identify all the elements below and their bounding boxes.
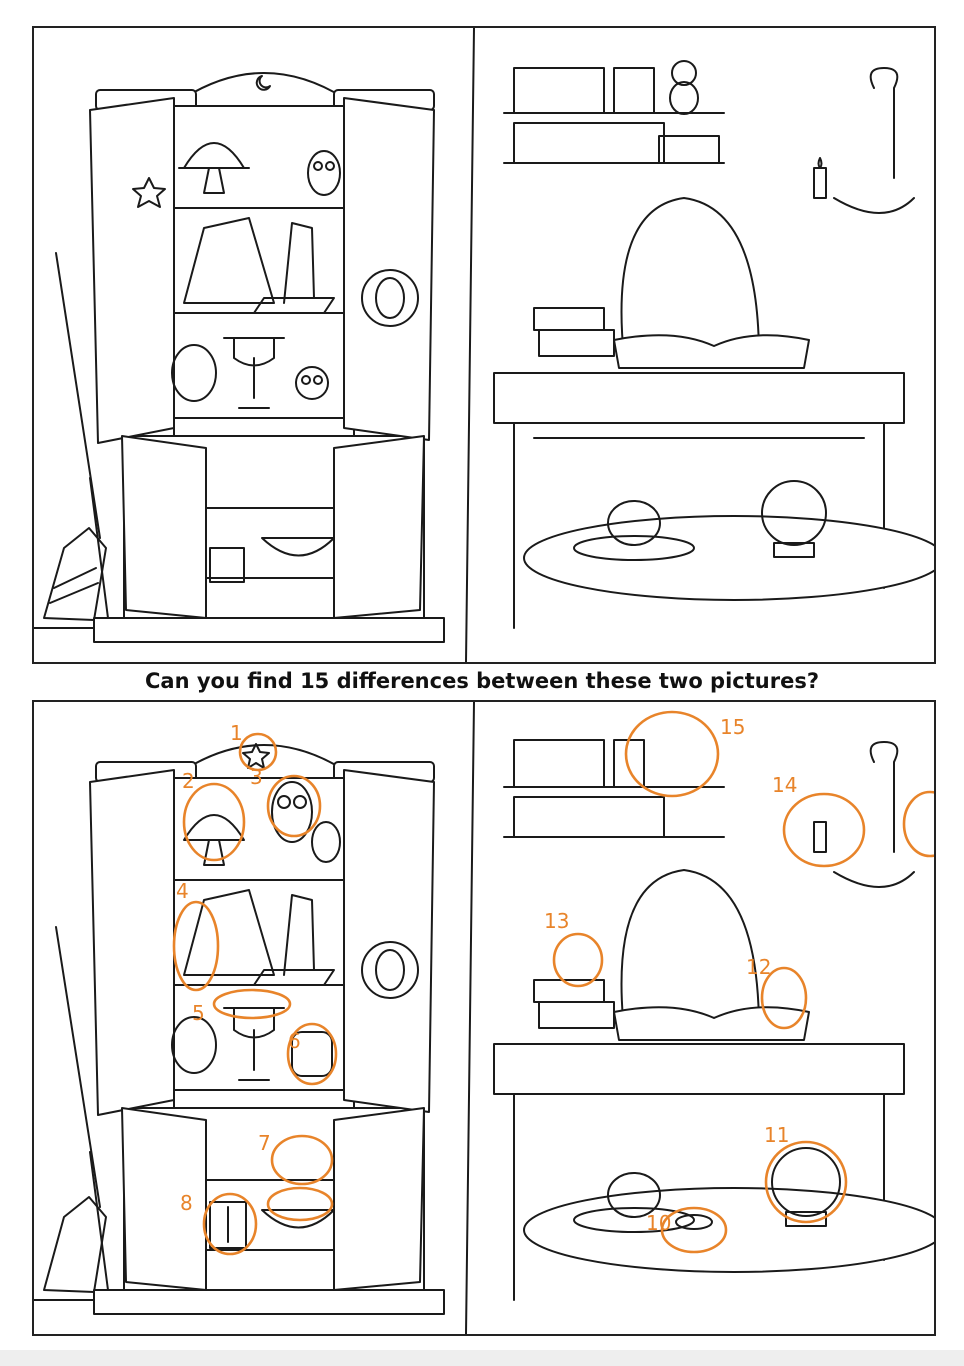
sun-icon <box>361 941 419 999</box>
bottom-picture: 1 2 3 4 5 6 7 8 10 11 12 13 14 15 <box>32 700 936 1336</box>
answer-mark-11: 11 <box>764 1123 848 1224</box>
svg-text:6: 6 <box>288 1029 301 1053</box>
svg-text:11: 11 <box>764 1123 789 1147</box>
teapot-icon <box>573 1172 695 1233</box>
cat-icon <box>669 60 699 115</box>
book-shelf <box>503 67 725 164</box>
wall-corner-line <box>465 702 475 1334</box>
bottom-scene: 1 2 3 4 5 6 7 8 10 11 12 13 14 15 <box>34 702 934 1334</box>
broom-icon <box>43 252 109 621</box>
desk <box>493 372 905 629</box>
owl-icon <box>271 781 341 863</box>
answer-mark-2: 2 <box>182 769 246 862</box>
owl-icon <box>307 150 341 196</box>
chair-back <box>620 197 760 359</box>
sun-icon <box>361 269 419 327</box>
answer-mark-8: 8 <box>180 1191 258 1256</box>
top-scene <box>34 28 934 662</box>
cake-dome <box>178 142 250 194</box>
answer-mark-1: 1 <box>230 721 278 772</box>
svg-text:13: 13 <box>544 909 569 933</box>
broom-icon <box>43 926 109 1293</box>
svg-text:12: 12 <box>746 955 771 979</box>
teacup-icon <box>675 1214 713 1230</box>
answer-mark-13: 13 <box>544 909 604 988</box>
svg-text:14: 14 <box>772 773 797 797</box>
svg-text:8: 8 <box>180 1191 193 1215</box>
answer-mark-7: 7 <box>258 1131 334 1222</box>
cake-dome <box>183 814 245 866</box>
answer-mark-4: 4 <box>172 879 220 992</box>
answer-mark-3: 3 <box>250 765 322 838</box>
star-icon <box>242 743 270 769</box>
answer-mark-12: 12 <box>746 955 808 1030</box>
desk <box>493 1043 905 1301</box>
book-shelf <box>503 739 725 838</box>
star-icon <box>132 177 166 208</box>
svg-text:3: 3 <box>250 765 263 789</box>
answer-mark-6: 6 <box>286 1022 338 1086</box>
jar <box>209 547 245 583</box>
candelabra <box>223 1007 285 1081</box>
answer-mark-14: 14 <box>772 773 934 868</box>
candelabra <box>223 337 285 409</box>
books-stack <box>533 307 615 357</box>
svg-text:10: 10 <box>646 1211 671 1235</box>
crystal-ball-icon <box>761 480 827 558</box>
page-footer-strip <box>0 1350 964 1366</box>
witch-hat <box>183 217 335 314</box>
open-book <box>613 334 810 369</box>
svg-text:15: 15 <box>720 715 745 739</box>
svg-text:5: 5 <box>192 1001 205 1025</box>
svg-text:2: 2 <box>182 769 195 793</box>
open-book <box>613 1006 810 1041</box>
bowl <box>261 1209 335 1229</box>
books-stack <box>533 979 615 1029</box>
round-table <box>523 515 934 601</box>
wall-sconce <box>813 67 915 214</box>
moon-icon <box>255 75 271 91</box>
answer-mark-5: 5 <box>192 988 292 1025</box>
teapot-icon <box>573 500 695 561</box>
answer-mark-15: 15 <box>624 710 745 798</box>
scales <box>209 1201 247 1249</box>
round-table <box>523 1187 934 1273</box>
top-picture <box>32 26 936 664</box>
witch-hat <box>183 889 335 986</box>
crystal-ball-icon <box>771 1147 841 1227</box>
puzzle-question: Can you find 15 differences between thes… <box>144 669 820 693</box>
pumpkin <box>171 344 217 402</box>
answer-mark-10: 10 <box>646 1206 728 1254</box>
wall-corner-line <box>465 28 475 662</box>
pumpkin <box>171 1016 217 1074</box>
cabinet <box>89 72 445 643</box>
honey-jar <box>291 1031 333 1077</box>
bowl <box>261 537 335 557</box>
svg-text:4: 4 <box>176 879 189 903</box>
skull-icon <box>295 366 329 400</box>
wall-sconce <box>813 741 915 888</box>
cabinet <box>89 744 445 1315</box>
svg-text:7: 7 <box>258 1131 271 1155</box>
chair-back <box>620 869 760 1031</box>
svg-text:1: 1 <box>230 721 243 745</box>
